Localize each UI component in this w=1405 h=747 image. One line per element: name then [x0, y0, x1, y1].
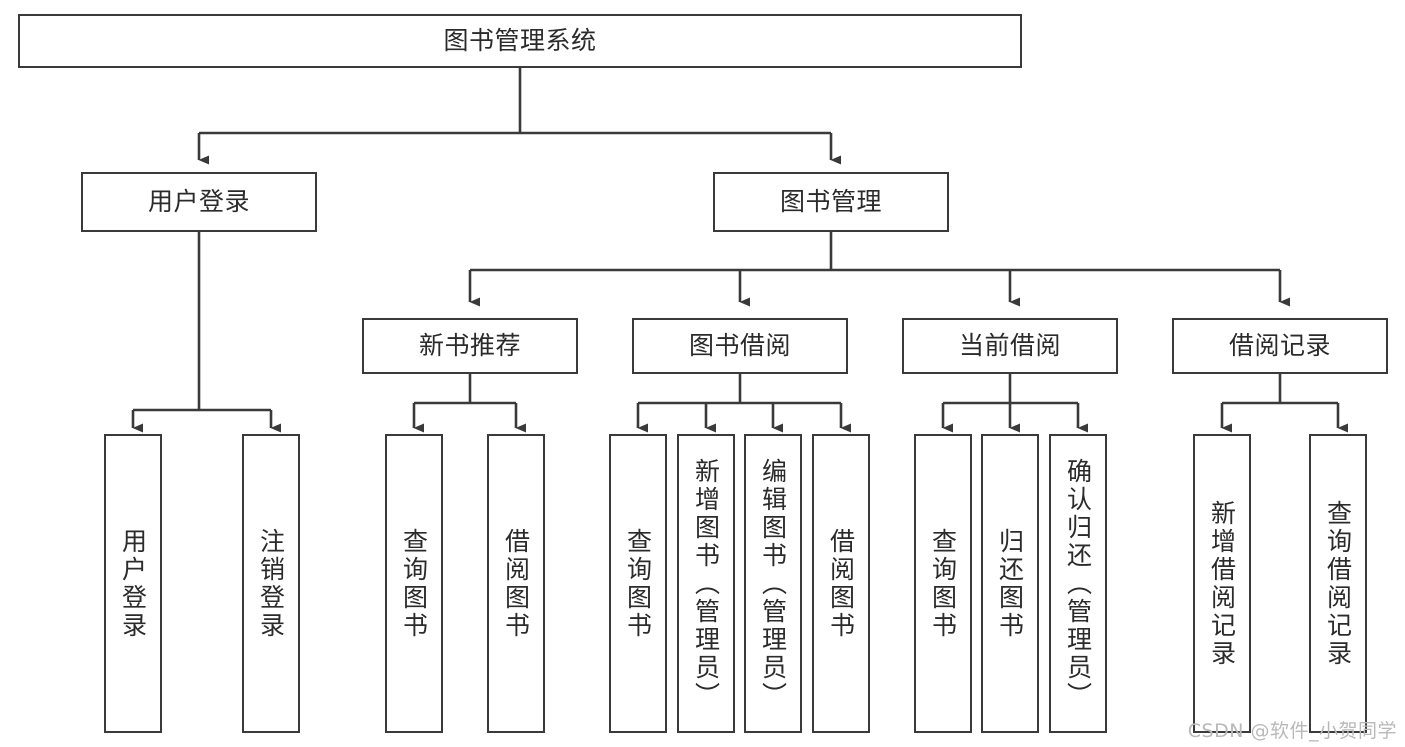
leaf-query-book-3[interactable]: 查询图书	[914, 434, 972, 733]
leaf-borrow-book-1-label: 借阅图书	[501, 527, 531, 640]
leaf-add-record[interactable]: 新增借阅记录	[1193, 434, 1251, 733]
leaf-confirm-return-label: 确认归还（管理员）	[1063, 457, 1093, 710]
node-user-login-label: 用户登录	[147, 187, 250, 216]
node-new-book-rec-label: 新书推荐	[418, 331, 521, 360]
leaf-query-book-1-label: 查询图书	[399, 527, 429, 640]
node-borrow-record[interactable]: 借阅记录	[1172, 318, 1388, 374]
node-user-login[interactable]: 用户登录	[81, 172, 317, 232]
leaf-borrow-book-1[interactable]: 借阅图书	[487, 434, 545, 733]
leaf-borrow-book-2[interactable]: 借阅图书	[812, 434, 870, 733]
watermark-text: CSDN @软件_小贺同学	[1187, 720, 1397, 742]
leaf-edit-book[interactable]: 编辑图书（管理员）	[744, 434, 802, 733]
leaf-query-book-1[interactable]: 查询图书	[385, 434, 443, 733]
node-root[interactable]: 图书管理系统	[18, 14, 1022, 68]
node-book-manage-label: 图书管理	[779, 187, 882, 216]
node-current-borrow-label: 当前借阅	[958, 331, 1061, 360]
leaf-logout-label: 注销登录	[256, 527, 286, 640]
node-current-borrow[interactable]: 当前借阅	[902, 318, 1118, 374]
node-book-borrow[interactable]: 图书借阅	[632, 318, 848, 374]
node-book-manage[interactable]: 图书管理	[713, 172, 949, 232]
leaf-return-book[interactable]: 归还图书	[981, 434, 1039, 733]
leaf-add-record-label: 新增借阅记录	[1207, 499, 1237, 668]
leaf-query-book-2-label: 查询图书	[623, 527, 653, 640]
leaf-user-login-label: 用户登录	[118, 527, 148, 640]
node-book-borrow-label: 图书借阅	[688, 331, 791, 360]
leaf-edit-book-label: 编辑图书（管理员）	[758, 457, 788, 710]
leaf-return-book-label: 归还图书	[995, 527, 1025, 640]
leaf-confirm-return[interactable]: 确认归还（管理员）	[1049, 434, 1107, 733]
leaf-add-book-label: 新增图书（管理员）	[691, 457, 721, 710]
leaf-query-book-2[interactable]: 查询图书	[609, 434, 667, 733]
node-new-book-rec[interactable]: 新书推荐	[362, 318, 578, 374]
leaf-logout[interactable]: 注销登录	[242, 434, 300, 733]
leaf-borrow-book-2-label: 借阅图书	[826, 527, 856, 640]
leaf-query-record[interactable]: 查询借阅记录	[1309, 434, 1367, 733]
leaf-query-record-label: 查询借阅记录	[1323, 499, 1353, 668]
node-root-label: 图书管理系统	[443, 26, 597, 55]
leaf-user-login[interactable]: 用户登录	[104, 434, 162, 733]
node-borrow-record-label: 借阅记录	[1228, 331, 1331, 360]
leaf-query-book-3-label: 查询图书	[928, 527, 958, 640]
leaf-add-book[interactable]: 新增图书（管理员）	[677, 434, 735, 733]
